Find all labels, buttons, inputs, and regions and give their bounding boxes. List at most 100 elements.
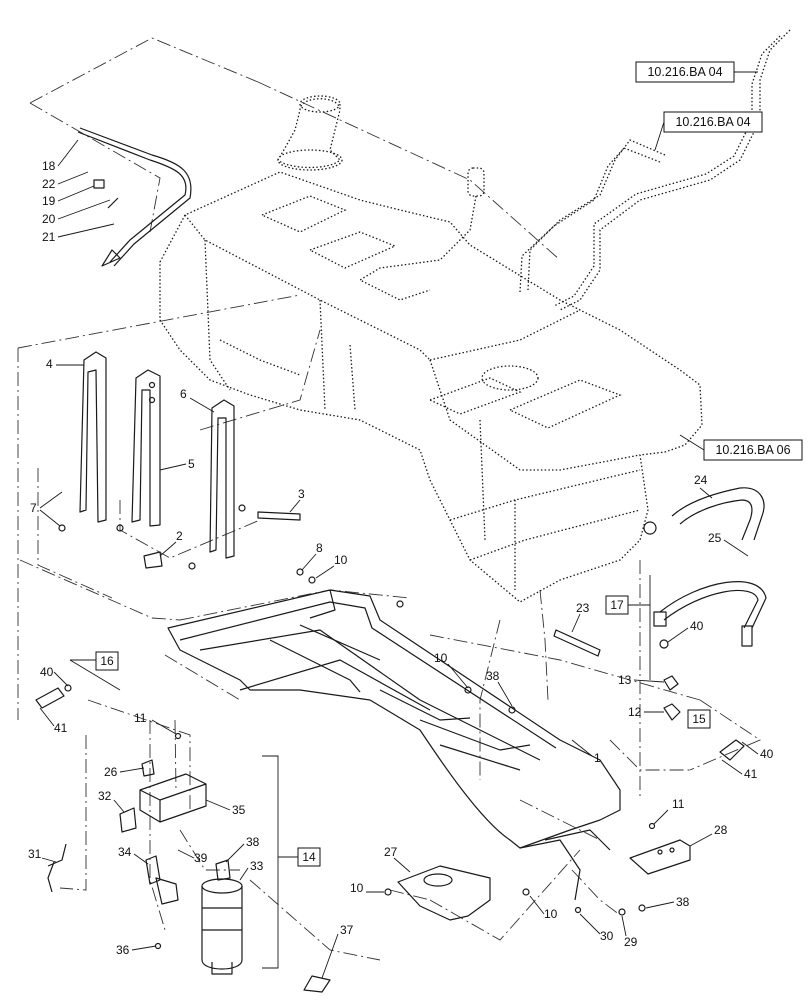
callout-37: 36 [116, 943, 157, 957]
hose-24 [643, 487, 765, 541]
svg-text:41: 41 [744, 767, 758, 781]
fittings [35, 639, 745, 761]
boxed-callout: 14 [262, 755, 321, 969]
svg-text:7: 7 [30, 501, 37, 515]
boxed-callout: 15 [687, 709, 711, 729]
callout-2: 2 [159, 529, 183, 557]
sender-unit [358, 167, 539, 391]
svg-text:23: 23 [576, 601, 590, 615]
svg-text:28: 28 [714, 823, 728, 837]
callout-8: 8 [301, 541, 323, 571]
cover-28 [397, 865, 491, 921]
callout-35: 26 [104, 765, 145, 779]
callout-9: 29 [621, 915, 638, 949]
svg-text:41: 41 [54, 721, 68, 735]
callout-41-right: 41 [721, 759, 758, 781]
callout-10-bottom: 10 [529, 895, 558, 921]
reference-box-tank: 10.216.BA 06 [679, 434, 803, 461]
boxed-callout: 16 [69, 651, 121, 691]
svg-text:1: 1 [594, 751, 601, 765]
svg-text:10: 10 [544, 907, 558, 921]
svg-text:12: 12 [628, 705, 642, 719]
callout-41-left: 41 [39, 707, 68, 735]
bracket-30 [629, 839, 691, 875]
svg-text:18: 18 [42, 159, 56, 173]
svg-text:39: 39 [194, 851, 208, 865]
phantom-lines [17, 37, 761, 961]
svg-text:11: 11 [134, 711, 147, 725]
support-strap [77, 127, 192, 267]
reference-box-mid: 10.216.BA 04 [654, 111, 763, 151]
svg-text:6: 6 [180, 387, 187, 401]
svg-text:25: 25 [708, 531, 722, 545]
svg-text:17: 17 [610, 598, 624, 612]
callout-29: 30 [579, 913, 614, 943]
callout-31: 34 [118, 845, 149, 865]
svg-text:27: 27 [384, 845, 398, 859]
svg-text:33: 33 [250, 859, 264, 873]
callout-39: 32 [98, 789, 125, 813]
callout-26: 11 [134, 711, 177, 735]
svg-text:4: 4 [46, 357, 53, 371]
svg-text:26: 26 [104, 765, 118, 779]
boxed-callout: 17 [605, 575, 651, 680]
callout-1: 1 [571, 739, 601, 765]
svg-text:19: 19 [42, 194, 56, 208]
svg-text:38: 38 [486, 669, 500, 683]
svg-text:21: 21 [42, 230, 56, 244]
svg-text:10: 10 [350, 881, 364, 895]
callout-12: 12 [628, 705, 664, 719]
fuel-tank [159, 171, 703, 603]
svg-text:34: 34 [118, 845, 132, 859]
callout-24: 24 [694, 473, 713, 499]
reference-label: 10.216.BA 04 [647, 65, 722, 79]
callout-34: 33 [239, 859, 264, 881]
svg-text:8: 8 [316, 541, 323, 555]
callout-38: 39 [177, 849, 208, 865]
reference-label: 10.216.BA 04 [675, 115, 750, 129]
fuel-line-17 [653, 581, 767, 647]
pins [143, 504, 301, 569]
svg-text:10: 10 [434, 651, 448, 665]
svg-text:13: 13 [618, 673, 632, 687]
callout-36: 31 [28, 847, 57, 863]
svg-text:15: 15 [692, 712, 706, 726]
callout-30: 28 [689, 823, 728, 847]
filter-34 [201, 859, 243, 975]
bracket-4 [79, 351, 107, 523]
svg-text:38: 38 [246, 835, 260, 849]
callout-10: 10 [315, 553, 348, 579]
callout-5: 5 [159, 457, 195, 471]
valve-block [119, 759, 207, 833]
callouts: 18 22 19 20 21 4 5 6 3 7 2 8 10 10 38 1 … [28, 139, 774, 979]
callout-4: 4 [46, 357, 84, 371]
svg-text:11: 11 [672, 797, 685, 811]
harness-36 [47, 843, 67, 893]
svg-text:36: 36 [116, 943, 130, 957]
callout-11: 38 [486, 669, 513, 707]
svg-text:16: 16 [100, 654, 114, 668]
fuel-lines [519, 29, 791, 311]
svg-text:37: 37 [340, 923, 354, 937]
callout-13: 13 [618, 673, 665, 687]
callout-6: 6 [180, 387, 215, 413]
svg-text:31: 31 [28, 847, 42, 861]
svg-text:20: 20 [42, 212, 56, 226]
callout-40-right: 40 [741, 741, 774, 761]
callout-32: 35 [205, 799, 246, 817]
svg-text:22: 22 [42, 177, 56, 191]
callout-25: 25 [708, 531, 749, 557]
svg-text:38: 38 [676, 895, 690, 909]
bracket-5 [131, 369, 161, 527]
svg-text:40: 40 [760, 747, 774, 761]
callout-23: 23 [571, 601, 590, 633]
filler-neck [277, 95, 343, 171]
callout-20: 20 [42, 199, 111, 226]
svg-text:5: 5 [188, 457, 195, 471]
callout-26-right: 11 [653, 797, 685, 825]
svg-text:29: 29 [624, 935, 638, 949]
callout-40: 40 [667, 619, 704, 643]
callout-7: 7 [30, 491, 63, 527]
svg-text:14: 14 [302, 850, 316, 864]
callout-19: 19 [42, 185, 95, 208]
